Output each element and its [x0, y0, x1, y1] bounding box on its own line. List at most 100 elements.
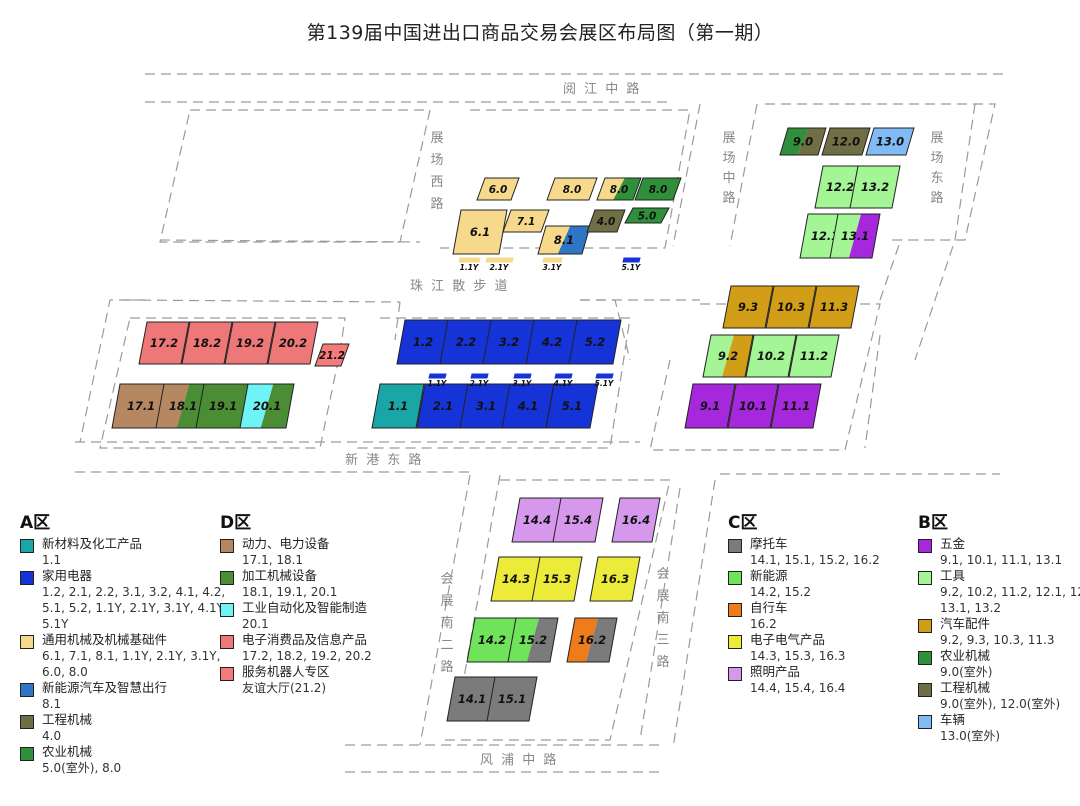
hall-21-2[interactable]: 21.2	[314, 343, 350, 367]
road-char: 场	[722, 151, 735, 166]
mezzanine-4-1Y[interactable]: 4.1Y	[554, 373, 574, 388]
hall-label: 11.1	[782, 399, 810, 413]
hall-outline	[779, 127, 827, 156]
hall-11-3[interactable]: 11.3	[808, 285, 860, 329]
zone-b-title: B区	[918, 513, 948, 533]
mezzanine-2-1Y[interactable]: 2.1Y	[485, 257, 514, 272]
hall-5-0[interactable]: 5.0	[624, 207, 670, 224]
legend-category-name: 通用机械及机械基础件	[42, 632, 168, 647]
legend-hall-list: 1.1	[42, 553, 62, 567]
legend-category-name: 新能源	[750, 568, 788, 583]
hall-shape	[486, 676, 538, 722]
legend-category-name: 农业机械	[940, 648, 991, 663]
zone-c-title: C区	[728, 513, 758, 533]
hall-19-2[interactable]: 19.2	[224, 321, 276, 365]
hall-9-0[interactable]: 9.0	[779, 127, 827, 156]
hall-15-2[interactable]: 15.2	[507, 617, 559, 663]
hall-9-1[interactable]: 9.1	[684, 383, 736, 429]
mezzanine-2-1Y[interactable]: 2.1Y	[470, 373, 490, 388]
hall-shape	[452, 209, 508, 255]
hall-6-0[interactable]: 6.0	[476, 177, 520, 201]
hall-15-4[interactable]: 15.4	[552, 497, 604, 543]
hall-shape	[765, 285, 817, 329]
hall-label: 12.1	[811, 229, 839, 243]
hall-4-0[interactable]: 4.0	[586, 209, 626, 233]
hall-8-0[interactable]: 8.0	[596, 177, 642, 201]
hall-10-1[interactable]: 10.1	[727, 383, 779, 429]
legend-category-name: 工程机械	[42, 712, 93, 727]
legend-swatch	[728, 603, 742, 617]
hall-7-1[interactable]: 7.1	[502, 209, 550, 233]
hall-shape	[808, 285, 860, 329]
legend-swatch	[220, 571, 234, 585]
hall-13-2[interactable]: 13.2	[849, 165, 901, 209]
hall-label: 21.2	[319, 350, 345, 362]
hall-label: 15.2	[519, 633, 547, 647]
hall-5-1[interactable]: 5.1	[545, 383, 599, 429]
hall-19-1[interactable]: 19.1	[195, 383, 251, 429]
hall-4-1[interactable]: 4.1	[501, 383, 555, 429]
hall-13-1[interactable]: 13.1	[829, 213, 881, 259]
hall-label: 5.0	[638, 211, 657, 223]
hall-11-1[interactable]: 11.1	[770, 383, 822, 429]
legend-category-name: 摩托车	[750, 536, 788, 551]
road-char: 二	[440, 638, 453, 653]
hall-8-0[interactable]: 8.0	[634, 177, 682, 201]
hall-fill-secondary	[260, 384, 294, 428]
mezzanine-5-1Y[interactable]: 5.1Y	[622, 257, 642, 272]
hall-16-2[interactable]: 16.2	[566, 617, 618, 663]
hall-label: 6.0	[489, 184, 508, 196]
legend-hall-list: 友谊大厅(21.2)	[242, 681, 327, 695]
hall-label: 9.2	[718, 349, 738, 363]
hall-12-0[interactable]: 12.0	[821, 127, 871, 156]
hall-15-3[interactable]: 15.3	[531, 556, 583, 602]
hall-fill-primary	[567, 618, 599, 662]
mezzanine-3-1Y[interactable]: 3.1Y	[513, 373, 533, 388]
hall-shape	[476, 177, 520, 201]
hall-14-2[interactable]: 14.2	[466, 617, 518, 663]
legend-hall-list: 14.2, 15.2	[750, 585, 812, 599]
mezzanine-bar	[595, 373, 614, 379]
road-char: 场	[930, 151, 943, 166]
hall-shape	[552, 497, 604, 543]
mezzanine-1-1Y[interactable]: 1.1Y	[428, 373, 448, 388]
legend-hall-list: 14.1, 15.1, 15.2, 16.2	[750, 553, 880, 567]
hall-20-1[interactable]: 20.1	[239, 383, 295, 429]
hall-1-1[interactable]: 1.1	[371, 383, 425, 429]
hall-15-1[interactable]: 15.1	[486, 676, 538, 722]
hall-11-2[interactable]: 11.2	[788, 334, 840, 378]
hall-13-0[interactable]: 13.0	[865, 127, 915, 156]
mezzanine-1-1Y[interactable]: 1.1Y	[458, 257, 481, 272]
hall-fill-primary	[703, 335, 735, 377]
hall-fill-primary	[508, 618, 540, 662]
hall-2-1[interactable]: 2.1	[416, 383, 470, 429]
legend-hall-list: 5.0(室外), 8.0	[42, 761, 122, 775]
hall-label: 14.4	[523, 513, 551, 527]
mezzanine-3-1Y[interactable]: 3.1Y	[542, 257, 563, 272]
hall-10-3[interactable]: 10.3	[765, 285, 817, 329]
hall-17-2[interactable]: 17.2	[138, 321, 190, 365]
hall-14-4[interactable]: 14.4	[511, 497, 563, 543]
hall-18-2[interactable]: 18.2	[181, 321, 233, 365]
hall-8-0[interactable]: 8.0	[546, 177, 598, 201]
mezzanine-5-1Y[interactable]: 5.1Y	[595, 373, 615, 388]
hall-3-1[interactable]: 3.1	[459, 383, 513, 429]
hall-16-4[interactable]: 16.4	[611, 497, 661, 543]
west-pearl-diag	[394, 301, 401, 341]
hall-shape	[224, 321, 276, 365]
hall-1-2[interactable]: 1.2	[396, 319, 450, 365]
hall-2-2[interactable]: 2.2	[439, 319, 493, 365]
hall-10-2[interactable]: 10.2	[745, 334, 797, 378]
legend-category-name: 农业机械	[42, 744, 93, 759]
hall-8-1[interactable]: 8.1	[537, 225, 591, 255]
hall-6-1[interactable]: 6.1	[452, 209, 508, 255]
hall-16-3[interactable]: 16.3	[589, 556, 641, 602]
hall-9-2[interactable]: 9.2	[702, 334, 754, 378]
hall-5-2[interactable]: 5.2	[568, 319, 622, 365]
mezzanine-bar	[542, 257, 563, 263]
hall-20-2[interactable]: 20.2	[267, 321, 319, 365]
legend-swatch	[20, 747, 34, 761]
hall-9-3[interactable]: 9.3	[722, 285, 774, 329]
hall-label: 5.2	[585, 335, 605, 349]
